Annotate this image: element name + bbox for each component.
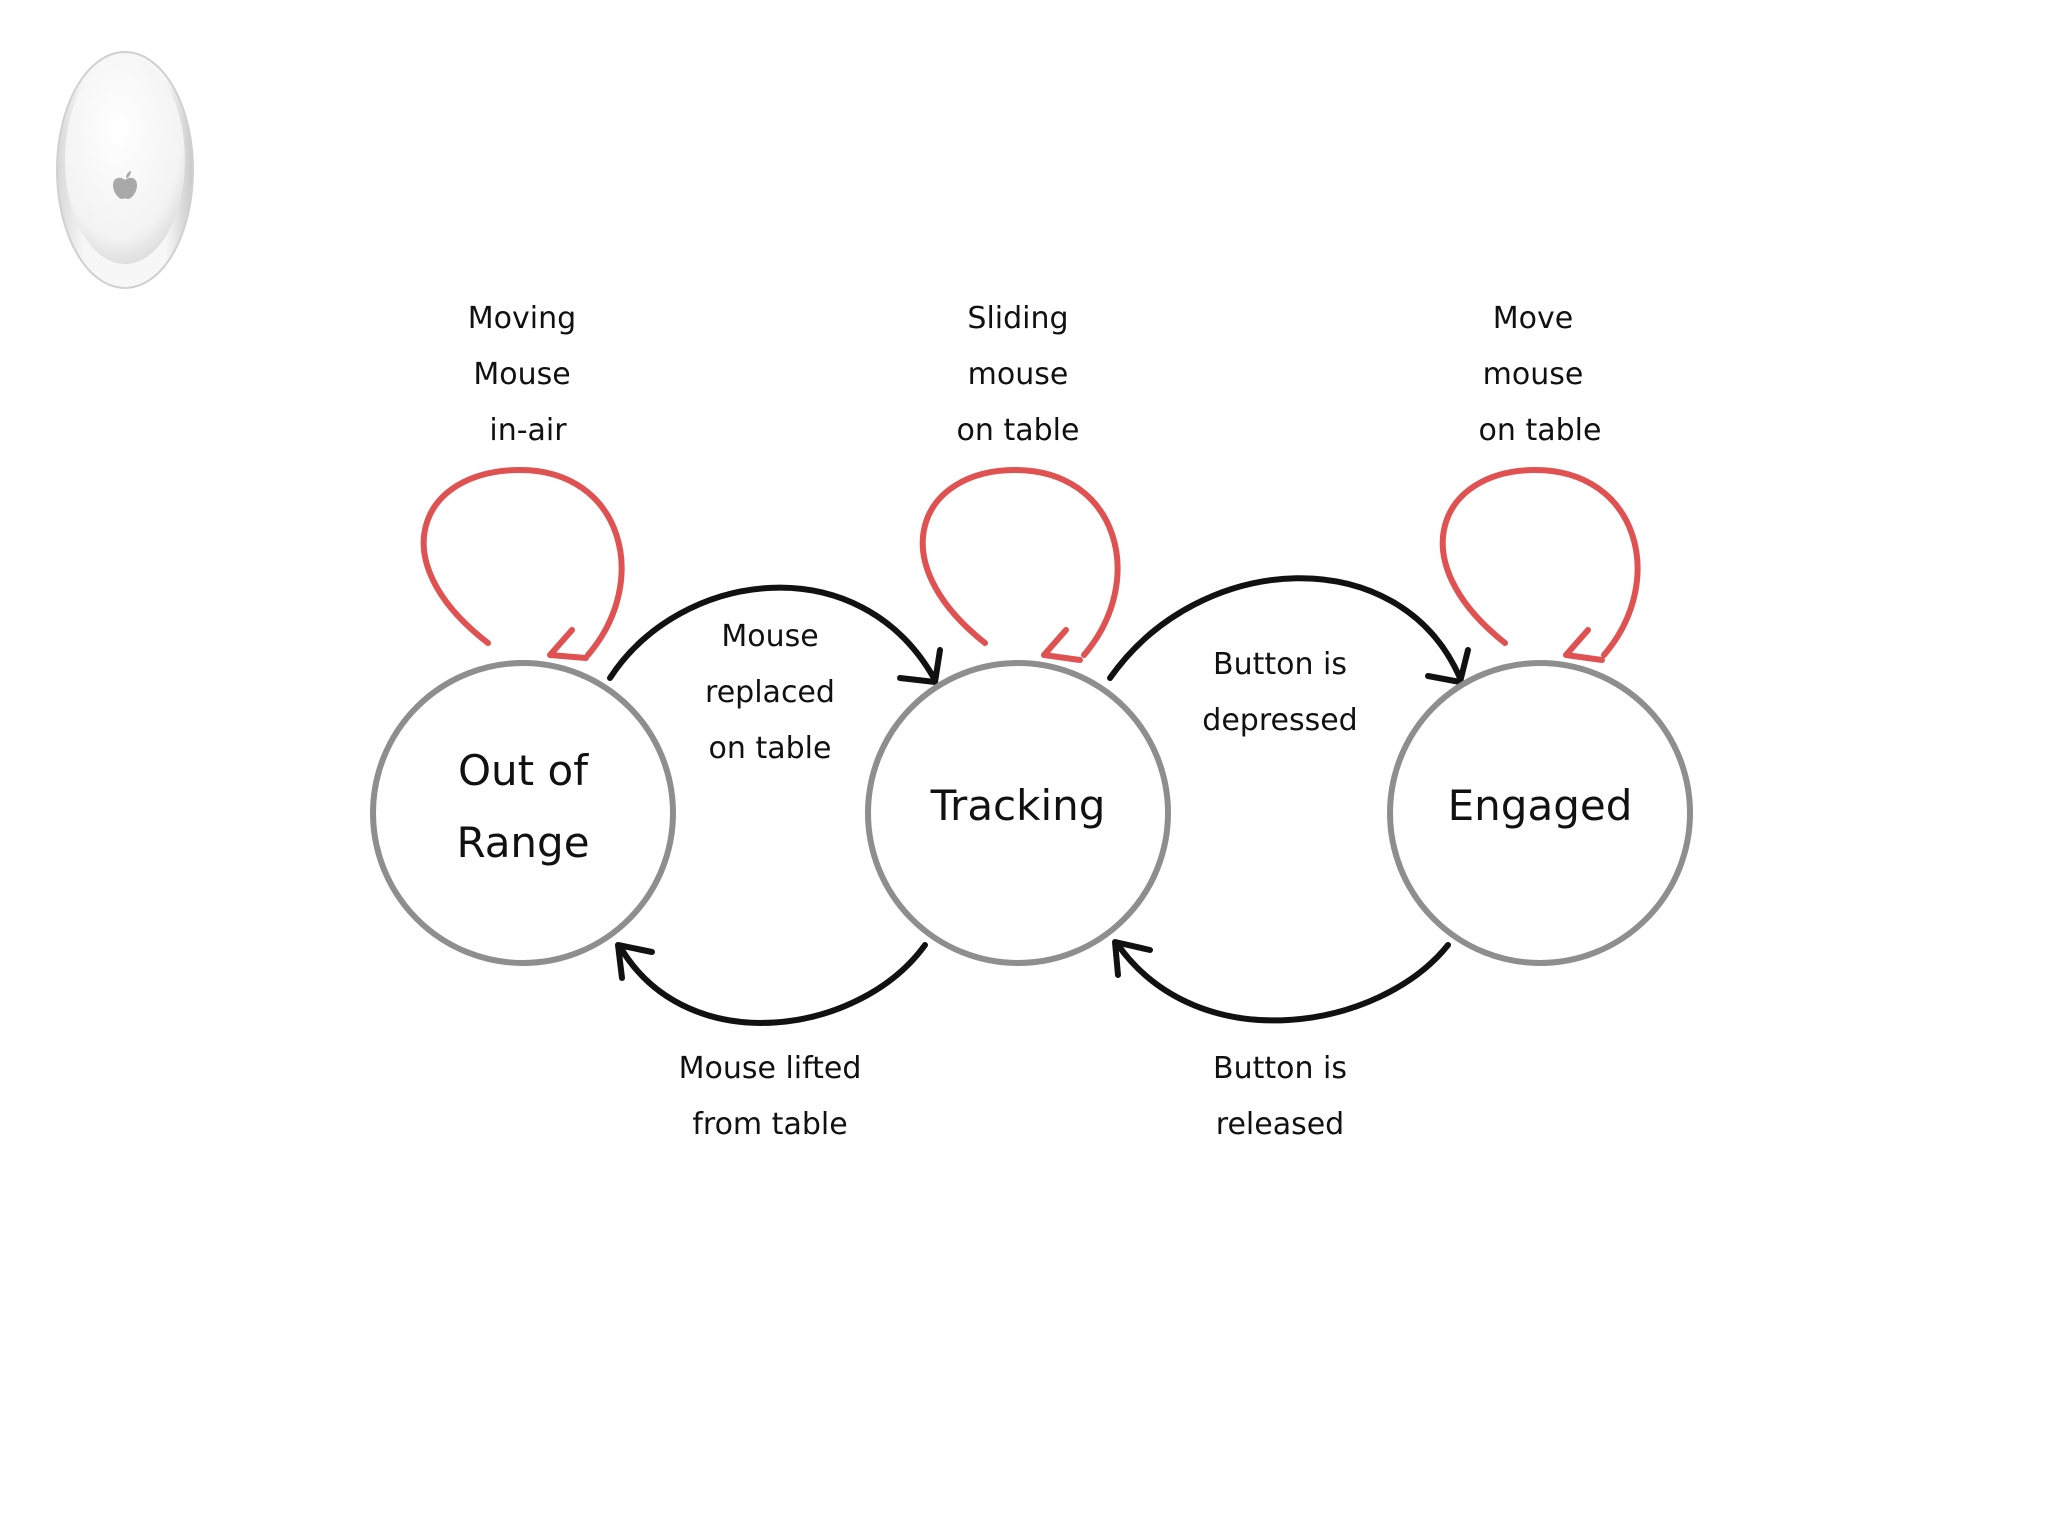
arrowhead-icon (547, 627, 589, 661)
state-label-out-of-range-line2: Range (456, 818, 589, 867)
self-loop-out-of-range (420, 466, 625, 661)
transition-tracking-to-out-of-range (615, 942, 928, 1026)
transition-label-depressed-line1: Button is (1213, 647, 1347, 682)
transition-label-released-line2: released (1216, 1107, 1344, 1142)
transition-label-lifted-line1: Mouse lifted (679, 1051, 862, 1086)
transition-label-depressed-line2: depressed (1202, 703, 1357, 738)
arrowhead-icon (1041, 627, 1083, 663)
state-circle-engaged (1387, 660, 1693, 966)
self-loop-label-tracking-line1: Sliding (967, 301, 1068, 336)
state-label-out-of-range-line1: Out of (458, 746, 589, 795)
self-loop-label-out-of-range-line2: Mouse (473, 357, 570, 392)
state-circle-out-of-range (370, 660, 676, 966)
self-loop-engaged (1439, 466, 1641, 663)
transition-label-replaced-line2: replaced (705, 675, 835, 710)
self-loop-label-engaged-line3: on table (1479, 413, 1602, 448)
state-label-engaged: Engaged (1448, 781, 1633, 830)
transition-label-lifted-line2: from table (692, 1107, 847, 1142)
apple-mouse-icon (56, 51, 194, 289)
transition-out-of-range-to-tracking (607, 584, 943, 685)
arrowhead-icon (1563, 627, 1605, 663)
self-loop-tracking (919, 466, 1121, 663)
self-loop-label-tracking-line3: on table (957, 413, 1080, 448)
arrowhead-icon (897, 647, 943, 685)
self-loop-label-engaged-line2: mouse (1483, 357, 1584, 392)
arrowhead-icon (1112, 939, 1153, 978)
state-label-tracking: Tracking (930, 781, 1106, 830)
arrowhead-icon (1425, 647, 1471, 685)
transition-label-replaced-line1: Mouse (721, 619, 818, 654)
transition-label-released-line1: Button is (1213, 1051, 1347, 1086)
self-loop-label-engaged-line1: Move (1493, 301, 1573, 336)
arrowhead-icon (615, 942, 655, 981)
transition-label-replaced-line3: on table (709, 731, 832, 766)
transition-tracking-to-engaged (1107, 575, 1471, 685)
state-circle-tracking (865, 660, 1171, 966)
self-loop-label-tracking-line2: mouse (968, 357, 1069, 392)
self-loop-label-out-of-range-line1: Moving (468, 301, 576, 336)
apple-logo-icon (113, 171, 137, 199)
self-loop-label-out-of-range-line3: in-air (489, 413, 567, 448)
transition-engaged-to-tracking (1112, 939, 1451, 1024)
